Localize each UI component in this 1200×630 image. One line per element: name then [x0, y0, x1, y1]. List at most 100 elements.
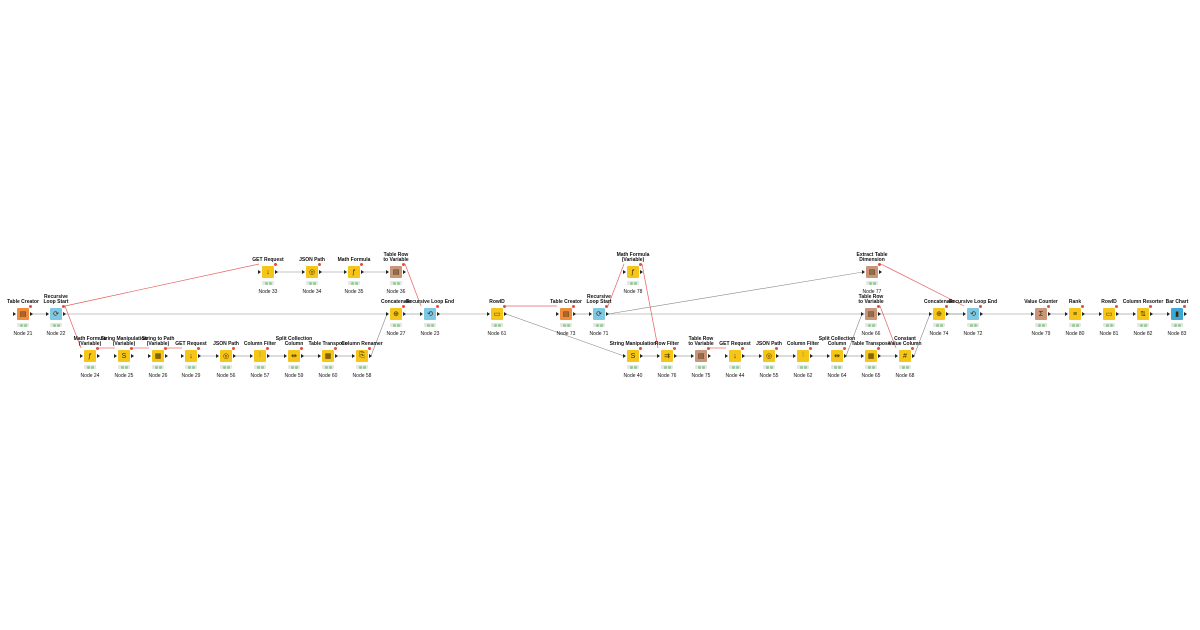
node-n75[interactable]: Table Row to Variable▤Node 75 — [671, 336, 731, 406]
input-port[interactable] — [759, 354, 762, 358]
output-port[interactable] — [946, 312, 949, 316]
node-n77[interactable]: Extract Table Dimension▤Node 77 — [842, 252, 902, 322]
flow-variable-port[interactable] — [274, 263, 277, 266]
input-port[interactable] — [46, 312, 49, 316]
flow-variable-port[interactable] — [843, 347, 846, 350]
flow-variable-port[interactable] — [1047, 305, 1050, 308]
output-port[interactable] — [674, 354, 677, 358]
output-port[interactable] — [1150, 312, 1153, 316]
flow-variable-port[interactable] — [402, 263, 405, 266]
input-port[interactable] — [827, 354, 830, 358]
flow-variable-port[interactable] — [707, 347, 710, 350]
flow-variable-port[interactable] — [402, 305, 405, 308]
flow-variable-port[interactable] — [360, 263, 363, 266]
input-port[interactable] — [793, 354, 796, 358]
flow-variable-port[interactable] — [741, 347, 744, 350]
input-port[interactable] — [895, 354, 898, 358]
input-port[interactable] — [318, 354, 321, 358]
input-port[interactable] — [623, 354, 626, 358]
output-port[interactable] — [878, 354, 881, 358]
output-port[interactable] — [912, 354, 915, 358]
flow-variable-port[interactable] — [62, 305, 65, 308]
output-port[interactable] — [1184, 312, 1187, 316]
node-n71[interactable]: Recursive Loop Start⟳Node 71 — [569, 294, 629, 364]
node-n22[interactable]: Recursive Loop Start⟳Node 22 — [26, 294, 86, 364]
input-port[interactable] — [386, 270, 389, 274]
input-port[interactable] — [420, 312, 423, 316]
output-port[interactable] — [437, 312, 440, 316]
flow-variable-port[interactable] — [877, 305, 880, 308]
output-port[interactable] — [504, 312, 507, 316]
output-port[interactable] — [63, 312, 66, 316]
node-n21[interactable]: Table Creator▤Node 21 — [0, 294, 53, 364]
input-port[interactable] — [589, 312, 592, 316]
flow-variable-port[interactable] — [911, 347, 914, 350]
output-port[interactable] — [1082, 312, 1085, 316]
flow-variable-connection[interactable] — [880, 263, 965, 307]
input-port[interactable] — [250, 354, 253, 358]
output-port[interactable] — [878, 312, 881, 316]
output-port[interactable] — [844, 354, 847, 358]
node-n61[interactable]: RowID▭Node 61 — [467, 294, 527, 364]
input-port[interactable] — [861, 312, 864, 316]
flow-variable-port[interactable] — [877, 347, 880, 350]
flow-variable-connection[interactable] — [879, 305, 897, 349]
input-port[interactable] — [284, 354, 287, 358]
input-port[interactable] — [13, 312, 16, 316]
flow-variable-port[interactable] — [1149, 305, 1152, 308]
output-port[interactable] — [573, 312, 576, 316]
flow-variable-port[interactable] — [673, 347, 676, 350]
node-n60[interactable]: Table Transpose▦Node 60 — [298, 336, 358, 406]
output-port[interactable] — [403, 270, 406, 274]
output-port[interactable] — [361, 270, 364, 274]
input-port[interactable] — [556, 312, 559, 316]
input-port[interactable] — [386, 312, 389, 316]
flow-variable-port[interactable] — [368, 347, 371, 350]
flow-variable-connection[interactable] — [641, 263, 659, 349]
flow-variable-port[interactable] — [809, 347, 812, 350]
flow-variable-port[interactable] — [1115, 305, 1118, 308]
node-n66[interactable]: Table Row to Variable▤Node 66 — [841, 294, 901, 364]
node-n34[interactable]: JSON Path◎Node 34 — [282, 252, 342, 322]
node-n68[interactable]: Constant Value Column#Node 68 — [875, 336, 935, 406]
output-port[interactable] — [403, 312, 406, 316]
node-n62[interactable]: Column Filter⫶Node 62 — [773, 336, 833, 406]
output-port[interactable] — [369, 354, 372, 358]
node-n58[interactable]: Column Renamer⎘Node 58 — [332, 336, 392, 406]
node-n33[interactable]: GET Request↓Node 33 — [238, 252, 298, 322]
input-port[interactable] — [148, 354, 151, 358]
node-n56[interactable]: JSON Path◎Node 56 — [196, 336, 256, 406]
output-port[interactable] — [810, 354, 813, 358]
node-n76[interactable]: Row Filter⇉Node 76 — [637, 336, 697, 406]
output-port[interactable] — [742, 354, 745, 358]
output-port[interactable] — [776, 354, 779, 358]
input-port[interactable] — [691, 354, 694, 358]
flow-variable-port[interactable] — [503, 305, 506, 308]
output-port[interactable] — [97, 354, 100, 358]
node-n55[interactable]: JSON Path◎Node 55 — [739, 336, 799, 406]
input-port[interactable] — [862, 270, 865, 274]
flow-variable-port[interactable] — [878, 263, 881, 266]
output-port[interactable] — [165, 354, 168, 358]
flow-variable-port[interactable] — [639, 347, 642, 350]
node-n26[interactable]: String to Path (Variable)▦Node 26 — [128, 336, 188, 406]
flow-variable-port[interactable] — [334, 347, 337, 350]
input-port[interactable] — [258, 270, 261, 274]
flow-variable-connection[interactable] — [607, 263, 625, 307]
node-n29[interactable]: GET Request↓Node 29 — [161, 336, 221, 406]
input-port[interactable] — [114, 354, 117, 358]
flow-variable-port[interactable] — [572, 305, 575, 308]
data-connection[interactable] — [505, 313, 625, 357]
node-n83[interactable]: Bar Chart▮Node 83 — [1147, 294, 1200, 364]
output-port[interactable] — [198, 354, 201, 358]
node-n73[interactable]: Table Creator▤Node 73 — [536, 294, 596, 364]
flow-variable-port[interactable] — [1081, 305, 1084, 308]
input-port[interactable] — [1133, 312, 1136, 316]
input-port[interactable] — [1065, 312, 1068, 316]
node-n65[interactable]: Table Transpose▦Node 65 — [841, 336, 901, 406]
